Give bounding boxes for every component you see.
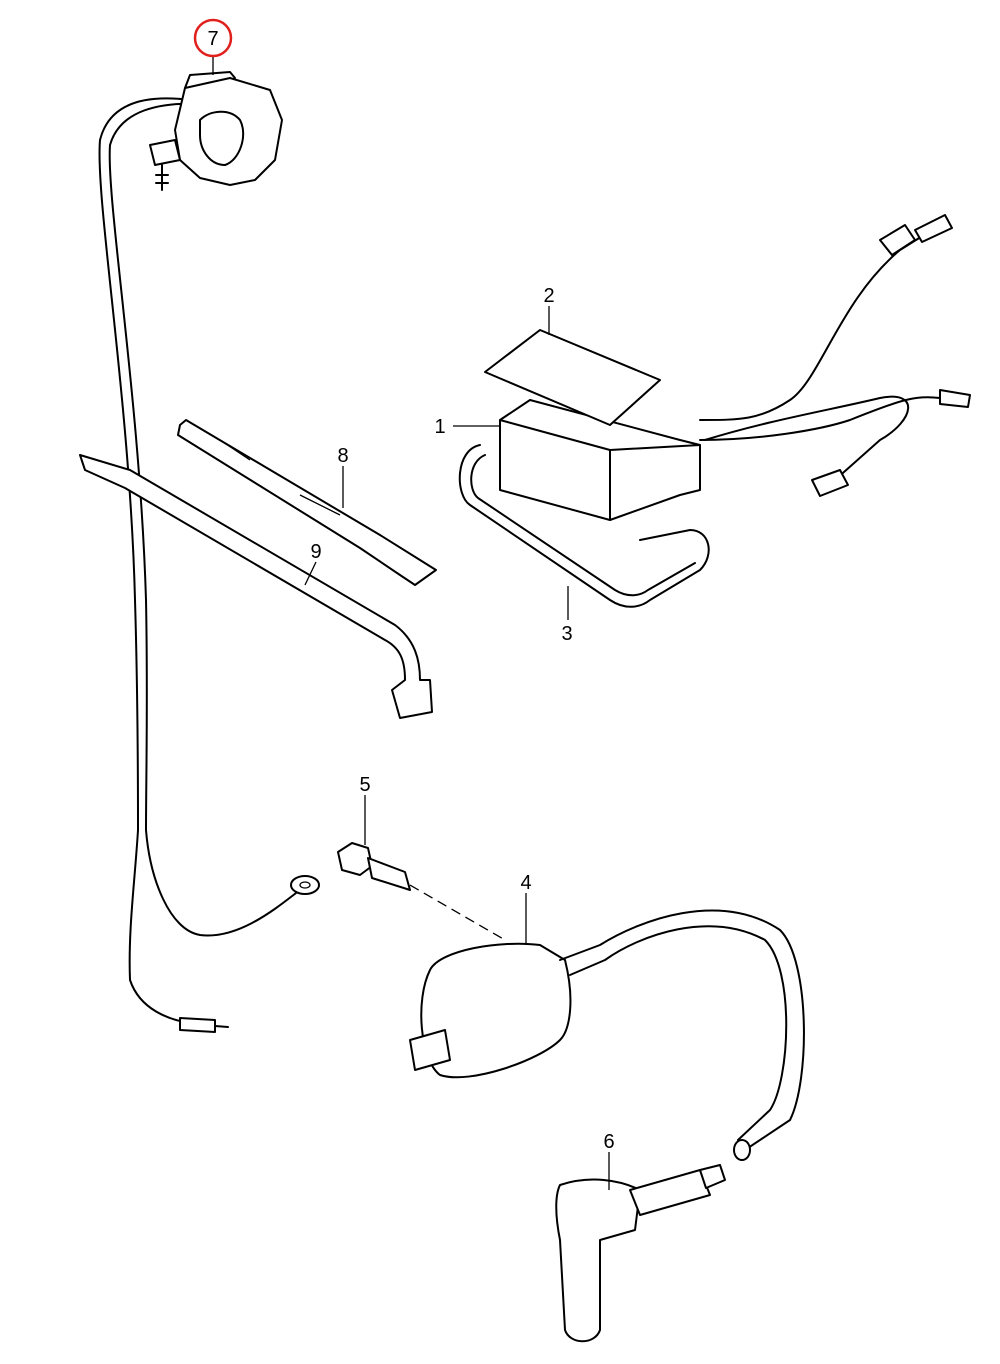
callout-8[interactable]: 8: [337, 445, 348, 467]
part-1-cdi-unit[interactable]: [453, 214, 971, 521]
callout-1[interactable]: 1: [434, 416, 445, 438]
callout-7-highlight-ring: [193, 18, 233, 58]
callout-3[interactable]: 3: [561, 623, 572, 645]
part-2-cushion[interactable]: [484, 306, 661, 426]
callout-9[interactable]: 9: [310, 541, 321, 563]
callout-6[interactable]: 6: [603, 1131, 614, 1153]
part-6-plug-cap[interactable]: [555, 1152, 726, 1343]
callout-4[interactable]: 4: [520, 872, 531, 894]
part-4-ignition-coil[interactable]: [409, 893, 805, 1161]
callout-7[interactable]: 7: [207, 28, 218, 50]
part-8-cable-tie[interactable]: [177, 419, 437, 586]
part-7-switch-harness[interactable]: [98, 56, 320, 1033]
callout-5[interactable]: 5: [359, 774, 370, 796]
part-3-holder[interactable]: [458, 444, 710, 620]
part-9-clamp[interactable]: [79, 454, 433, 719]
part-5-bolt[interactable]: [337, 795, 506, 941]
callout-2[interactable]: 2: [543, 285, 554, 307]
